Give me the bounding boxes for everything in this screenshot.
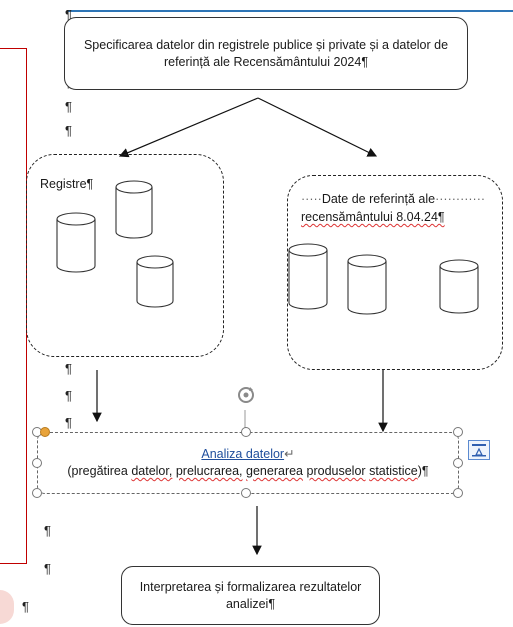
analiza-box[interactable]: Analiza datelor↵ (pregătirea datelor, pr… xyxy=(37,432,459,494)
analiza-word: prelucrarea, xyxy=(175,464,243,478)
database-cylinder-icon xyxy=(115,180,153,239)
paragraph-mark: ¶ xyxy=(65,361,72,376)
line-break-mark: ↵ xyxy=(284,447,295,461)
header-rule xyxy=(67,10,513,12)
analiza-word: produselor xyxy=(306,464,366,478)
paragraph-mark: ¶ xyxy=(44,523,51,538)
resize-handle[interactable] xyxy=(453,458,463,468)
paragraph-mark: ¶ xyxy=(44,561,51,576)
database-cylinder-icon xyxy=(439,259,479,314)
resize-handle[interactable] xyxy=(453,488,463,498)
resize-handle[interactable] xyxy=(241,488,251,498)
registre-group[interactable] xyxy=(26,154,224,357)
paragraph-mark: ¶ xyxy=(65,415,72,430)
database-cylinder-icon xyxy=(136,255,174,308)
analiza-sub-suffix: )¶ xyxy=(417,464,429,478)
analiza-title[interactable]: Analiza datelor xyxy=(201,447,285,461)
referinta-line-2: recensământului 8.04.24¶ xyxy=(301,210,445,224)
adjust-handle[interactable] xyxy=(40,427,50,437)
paragraph-mark: ¶ xyxy=(22,599,29,614)
referinta-leader: ····· xyxy=(301,192,322,206)
resize-handle[interactable] xyxy=(453,427,463,437)
analiza-word: generarea xyxy=(246,464,304,478)
paragraph-mark: ¶ xyxy=(65,123,72,138)
margin-marker xyxy=(0,590,14,624)
referinta-leader-end: ············ xyxy=(435,192,486,206)
specification-line-1: Specificarea datelor din registrele publ… xyxy=(83,37,449,52)
interpretare-line-1: Interpretarea și formalizarea rezultatel… xyxy=(139,579,362,594)
analiza-word: statistice xyxy=(369,464,418,478)
registre-label: Registre¶ xyxy=(40,177,94,191)
resize-handle[interactable] xyxy=(32,488,42,498)
analiza-word: datelor, xyxy=(131,464,173,478)
database-cylinder-icon xyxy=(288,243,328,310)
arrow-to-registre xyxy=(118,97,259,158)
paragraph-mark: ¶ xyxy=(65,99,72,114)
specification-line-2: referință ale Recensământului 2024¶ xyxy=(163,54,369,69)
paragraph-mark: ¶ xyxy=(65,7,72,22)
rotate-handle-icon[interactable] xyxy=(235,384,257,406)
resize-handle[interactable] xyxy=(241,427,251,437)
interpretare-box[interactable]: Interpretarea și formalizarea rezultatel… xyxy=(121,566,380,625)
database-cylinder-icon xyxy=(56,212,96,273)
layout-options-icon[interactable] xyxy=(468,440,490,460)
resize-handle[interactable] xyxy=(32,458,42,468)
analiza-sub-prefix: (pregătirea xyxy=(67,464,132,478)
analiza-subtitle: (pregătirea datelor, prelucrarea, genera… xyxy=(67,463,428,480)
referinta-label: ·····Date de referință ale············ r… xyxy=(301,190,497,226)
referinta-line-1: Date de referință ale xyxy=(321,192,436,206)
specification-box[interactable]: Specificarea datelor din registrele publ… xyxy=(64,17,468,90)
arrow-to-referinta xyxy=(257,97,378,157)
database-cylinder-icon xyxy=(347,254,387,315)
interpretare-line-2: analizei¶ xyxy=(225,596,276,611)
paragraph-mark: ¶ xyxy=(65,388,72,403)
referinta-group[interactable] xyxy=(287,175,503,370)
